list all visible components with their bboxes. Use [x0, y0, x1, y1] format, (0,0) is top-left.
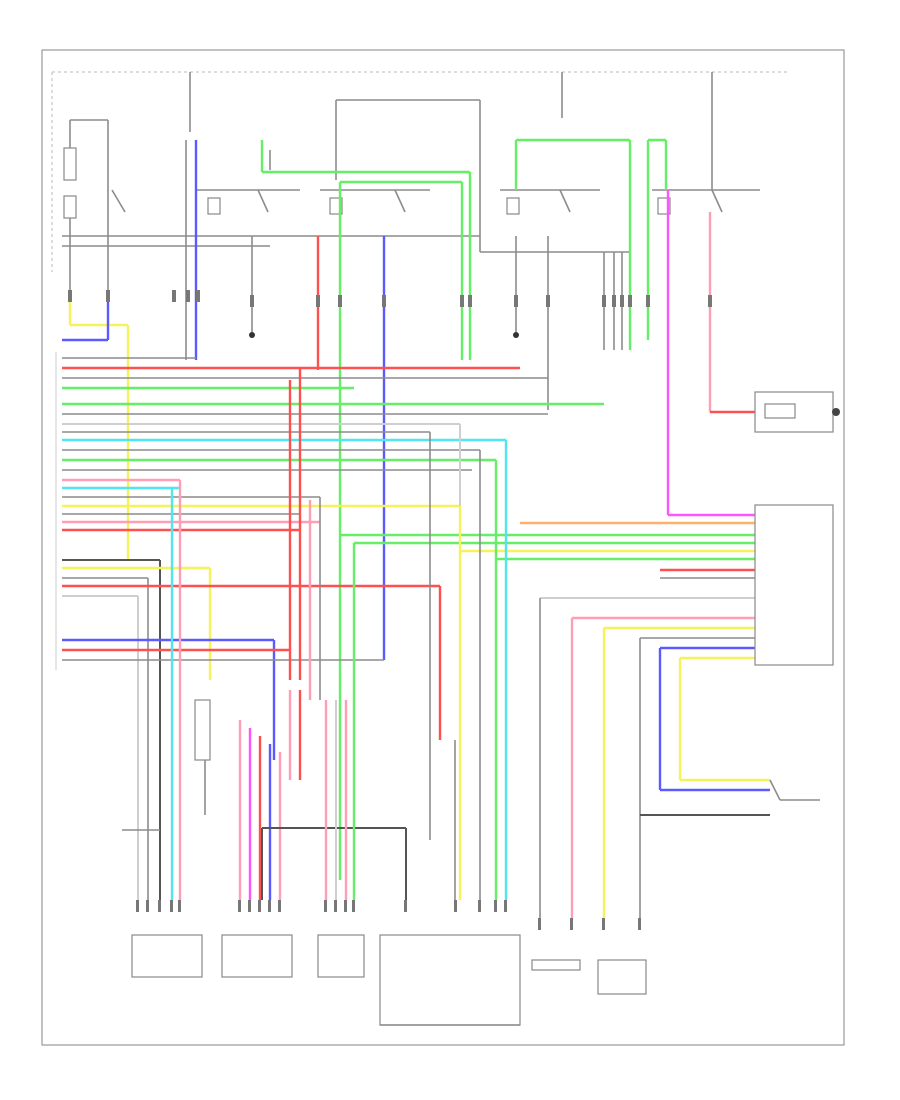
relay-1-icon: [63, 119, 126, 295]
connector-ticks: [68, 290, 712, 338]
lower-left-module: [194, 699, 211, 761]
bottom-connectors: [131, 900, 647, 1026]
diagram-frame: [41, 49, 845, 1046]
relay-3-icon: [320, 189, 430, 215]
main-control-module: [754, 504, 834, 666]
relay-4-icon: [500, 189, 600, 215]
right-switch: [769, 779, 820, 801]
relay-2-icon: [196, 189, 300, 215]
relay-6-icon: [335, 99, 481, 252]
right-sensor-module: [754, 391, 840, 433]
